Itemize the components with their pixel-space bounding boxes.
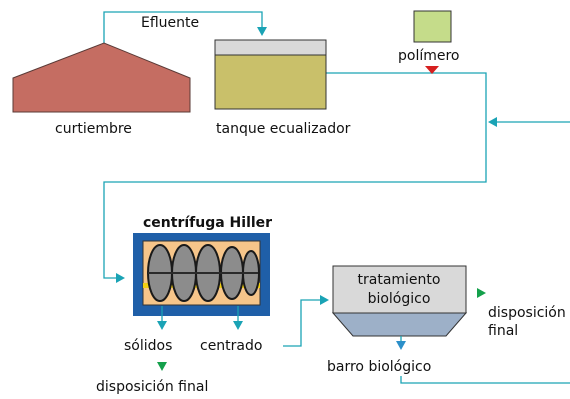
centrifuge-drum: [142, 240, 261, 306]
effluent-arrowhead: [257, 27, 267, 36]
solids-label: sólidos: [124, 338, 172, 354]
bio-tank-bottom: [331, 312, 468, 337]
centrifuge-inlet-arrowhead: [116, 273, 125, 283]
tannery-building: [12, 42, 191, 113]
equalizer-label: tanque ecualizador: [216, 121, 351, 137]
centrate-label: centrado: [200, 338, 262, 354]
bio-sludge-label: barro biológico: [327, 359, 431, 375]
equalizer-tank-lid: [214, 39, 327, 56]
bio-disposal-label-2: final: [488, 323, 518, 339]
bio-sludge-line: [400, 376, 570, 384]
centrifuge-label: centrífuga Hiller: [143, 215, 272, 231]
polymer-box: [413, 10, 452, 43]
bio-treatment-label-1: tratamiento: [358, 272, 441, 288]
effluent-flow-line: [103, 11, 263, 43]
solids-arrowhead: [157, 321, 167, 330]
polymer-dosing-arrow: [425, 66, 439, 74]
tannery-label: curtiembre: [55, 121, 132, 137]
polymer-label: polímero: [398, 48, 460, 64]
centrate-to-bio-line: [283, 299, 320, 347]
bio-disposal-arrowhead: [477, 288, 486, 298]
bio-treatment-label-2: biológico: [368, 291, 431, 307]
tank-outflow-line: [103, 72, 487, 279]
effluent-label: Efluente: [141, 15, 199, 31]
recycle-arrowhead: [488, 117, 497, 127]
centrate-arrowhead: [233, 321, 243, 330]
equalizer-tank-body: [214, 54, 327, 110]
bio-inlet-arrowhead: [320, 295, 329, 305]
bio-tank-top: [332, 265, 467, 314]
bio-sludge-arrowhead: [396, 341, 406, 350]
solids-disposal-arrowhead: [157, 362, 167, 371]
bio-disposal-label-1: disposición: [488, 305, 566, 321]
solids-disposal-label: disposición final: [96, 379, 208, 395]
